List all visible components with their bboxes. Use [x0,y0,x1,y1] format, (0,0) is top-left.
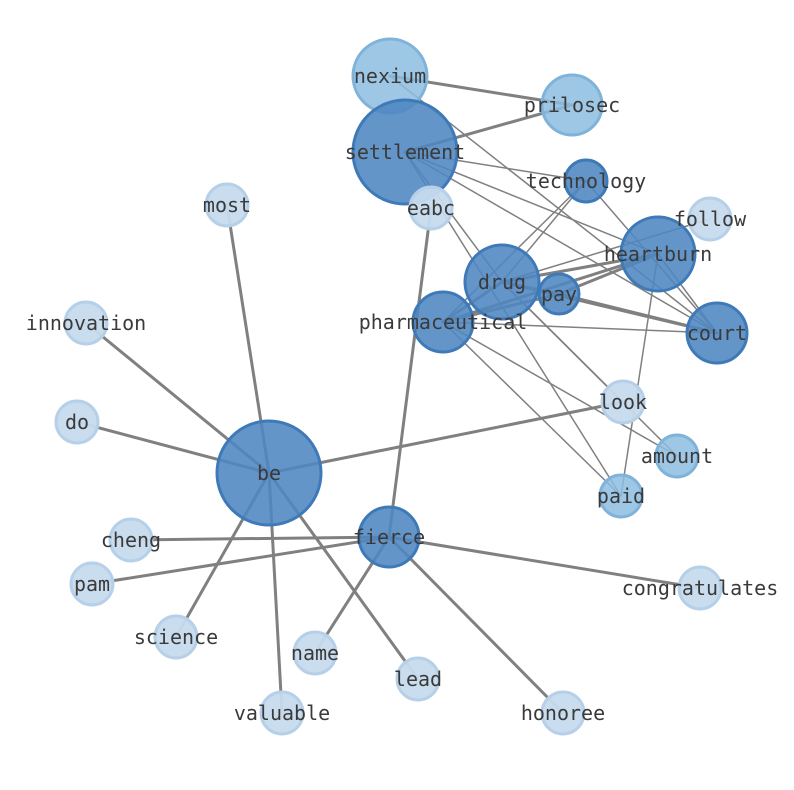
node-drug [463,243,541,321]
edge-settlement-court [404,151,718,334]
node-pay [537,272,581,316]
node-label-congratulates: congratulates [622,576,779,600]
edge-pharmaceutical-amount [442,321,678,457]
node-pharmaceutical [411,290,475,354]
node-congratulates [677,565,723,611]
node-label-do: do [65,410,89,434]
edge-fierce-congratulates [387,535,702,590]
edge-pharmaceutical-paid [442,321,622,497]
node-label-valuable: valuable [234,701,330,725]
node-court [685,301,749,365]
node-label-science: science [134,625,218,649]
node-cheng [108,517,154,563]
node-label-lead: lead [394,667,442,691]
node-heartburn [619,215,697,293]
node-amount [654,433,700,479]
node-label-fierce: fierce [353,525,425,549]
node-valuable [259,690,305,736]
node-label-most: most [203,193,251,217]
label-layer: nexium prilosec settlement technology most ea… [26,64,778,725]
node-label-follow: follow [674,207,747,231]
node-label-pay: pay [541,282,577,306]
node-label-technology: technology [526,169,646,193]
edge-fierce-cheng [129,535,391,542]
node-label-settlement: settlement [345,140,465,164]
node-label-drug: drug [478,270,526,294]
edge-fierce-pam [90,535,391,586]
node-label-court: court [687,321,747,345]
node-label-cheng: cheng [101,528,161,552]
node-look [600,379,646,425]
node-label-name: name [291,641,339,665]
node-innovation [63,300,109,346]
edge-heartburn-paid [620,253,659,497]
node-label-paid: paid [597,484,645,508]
node-settlement [351,98,459,206]
node-label-nexium: nexium [354,64,426,88]
node-paid [598,473,644,519]
node-science [153,614,199,660]
edge-amount-drug [501,281,678,457]
node-most [204,182,250,228]
node-pam [69,561,115,607]
node-name [292,630,338,676]
edge-be-look [267,400,625,475]
node-label-amount: amount [641,444,713,468]
node-do [54,399,100,445]
node-label-innovation: innovation [26,311,146,335]
node-technology [563,158,609,204]
node-layer [54,37,749,736]
node-prilosec [540,73,604,137]
edge-pharmaceutical-court [442,321,718,334]
node-label-heartburn: heartburn [604,242,712,266]
node-honoree [540,690,586,736]
node-label-eabc: eabc [407,196,455,220]
node-follow [687,196,733,242]
edge-eabc-fierce [387,206,433,539]
node-label-pharmaceutical: pharmaceutical [359,310,528,334]
node-lead [395,656,441,702]
node-fierce [357,505,421,569]
node-label-pam: pam [74,572,110,596]
edge-fierce-honoree [387,535,565,715]
node-be [215,419,323,527]
node-label-prilosec: prilosec [524,93,620,117]
node-label-honoree: honoree [521,701,605,725]
node-label-be: be [257,461,281,485]
node-eabc [408,185,454,231]
node-label-look: look [599,390,647,414]
